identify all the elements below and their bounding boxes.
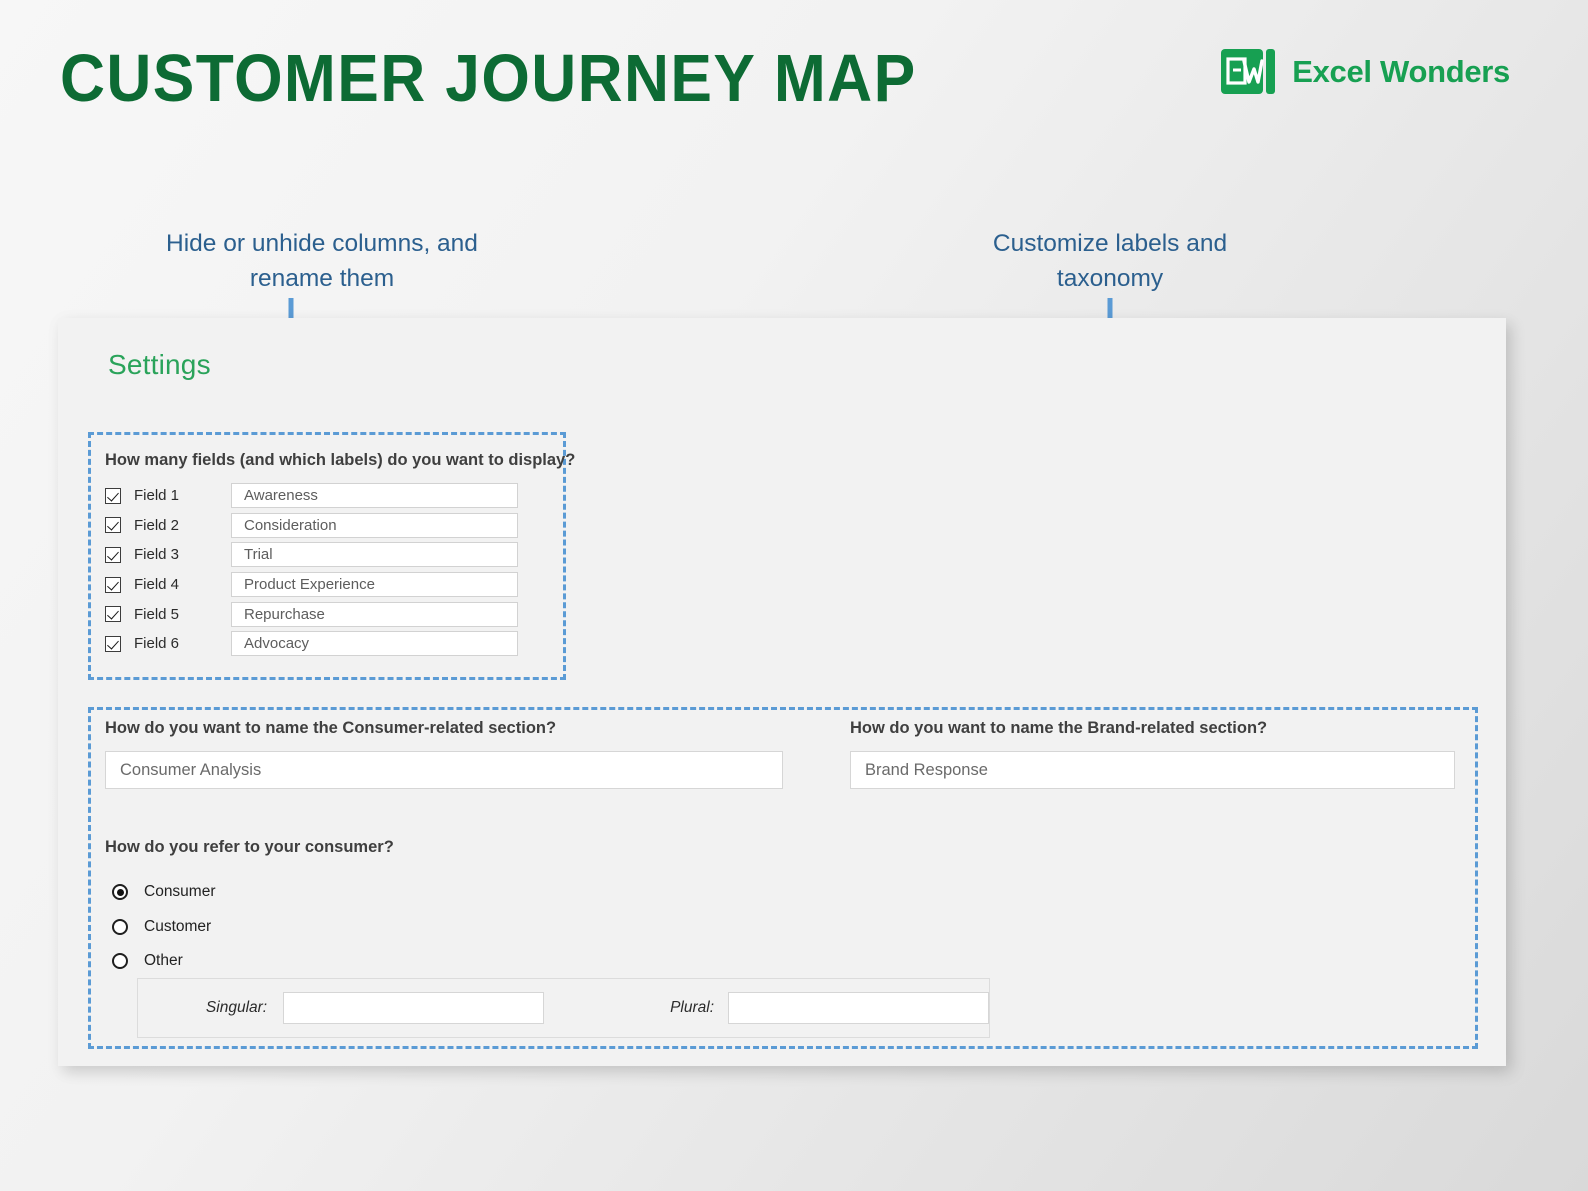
field-name-input-5[interactable]: Repurchase [231, 601, 518, 627]
consumer-term-radio-group: Consumer Customer Other [112, 875, 216, 979]
taxonomy-section-highlight [88, 707, 1478, 1049]
radio-row[interactable]: Customer [112, 910, 216, 945]
brand-name: Excel Wonders [1292, 54, 1510, 89]
field-row: Field 5 Repurchase [105, 599, 545, 629]
singular-input[interactable] [283, 992, 545, 1024]
field-name-input-4[interactable]: Product Experience [231, 572, 518, 598]
consumer-section-group: How do you want to name the Consumer-rel… [105, 719, 783, 789]
field-name-input-6[interactable]: Advocacy [231, 631, 518, 657]
other-term-group: Singular: Plural: [137, 978, 990, 1038]
radio-label-consumer: Consumer [144, 883, 216, 901]
radio-label-customer: Customer [144, 917, 212, 935]
singular-label: Singular: [205, 999, 268, 1016]
field-checkbox-5[interactable] [105, 606, 121, 623]
field-row: Field 2 Consideration [105, 511, 545, 541]
page-header: CUSTOMER JOURNEY MAP Excel Wonders [0, 0, 1588, 150]
field-name-input-2[interactable]: Consideration [231, 512, 518, 538]
excel-wonders-logo-icon [1220, 46, 1278, 98]
brand-section-question-label: How do you want to name the Brand-relate… [850, 719, 1268, 737]
brand-logo: Excel Wonders [1220, 46, 1510, 98]
plural-input[interactable] [728, 992, 989, 1024]
field-checkbox-2[interactable] [105, 517, 121, 534]
consumer-section-name-input[interactable]: Consumer Analysis [105, 751, 783, 789]
page-title: CUSTOMER JOURNEY MAP [60, 41, 917, 116]
radio-label-other: Other [144, 952, 183, 970]
field-label-3: Field 3 [134, 546, 180, 564]
radio-row[interactable]: Consumer [112, 875, 216, 910]
field-label-1: Field 1 [134, 487, 180, 505]
field-checkbox-3[interactable] [105, 546, 121, 563]
plural-label: Plural: [670, 999, 714, 1016]
field-row: Field 6 Advocacy [105, 629, 545, 659]
field-name-input-3[interactable]: Trial [231, 542, 518, 568]
radio-row[interactable]: Other [112, 944, 216, 979]
radio-consumer[interactable] [112, 884, 128, 901]
fields-section-highlight [88, 432, 566, 680]
radio-customer[interactable] [112, 918, 128, 935]
field-name-input-1[interactable]: Awareness [231, 483, 518, 509]
callout-customize-labels: Customize labels and taxonomy [992, 230, 1228, 292]
settings-heading: Settings [108, 349, 211, 380]
field-checkbox-4[interactable] [105, 576, 121, 593]
field-row: Field 3 Trial [105, 540, 545, 570]
field-label-2: Field 2 [134, 516, 180, 534]
field-list: Field 1 Awareness Field 2 Consideration … [105, 481, 545, 659]
field-checkbox-1[interactable] [105, 487, 121, 504]
brand-section-group: How do you want to name the Brand-relate… [850, 719, 1455, 789]
field-row: Field 1 Awareness [105, 481, 545, 511]
settings-card: Settings How many fields (and which labe… [58, 318, 1506, 1066]
field-label-5: Field 5 [134, 605, 180, 623]
fields-question-label: How many fields (and which labels) do yo… [105, 451, 576, 469]
radio-other[interactable] [112, 953, 128, 970]
refer-question-label: How do you refer to your consumer? [105, 838, 394, 856]
field-checkbox-6[interactable] [105, 635, 121, 652]
consumer-section-question-label: How do you want to name the Consumer-rel… [105, 719, 557, 737]
brand-section-name-input[interactable]: Brand Response [850, 751, 1455, 789]
field-label-4: Field 4 [134, 576, 180, 594]
field-row: Field 4 Product Experience [105, 570, 545, 600]
callout-hide-unhide-columns: Hide or unhide columns, and rename them [166, 230, 478, 292]
field-label-6: Field 6 [134, 635, 180, 653]
